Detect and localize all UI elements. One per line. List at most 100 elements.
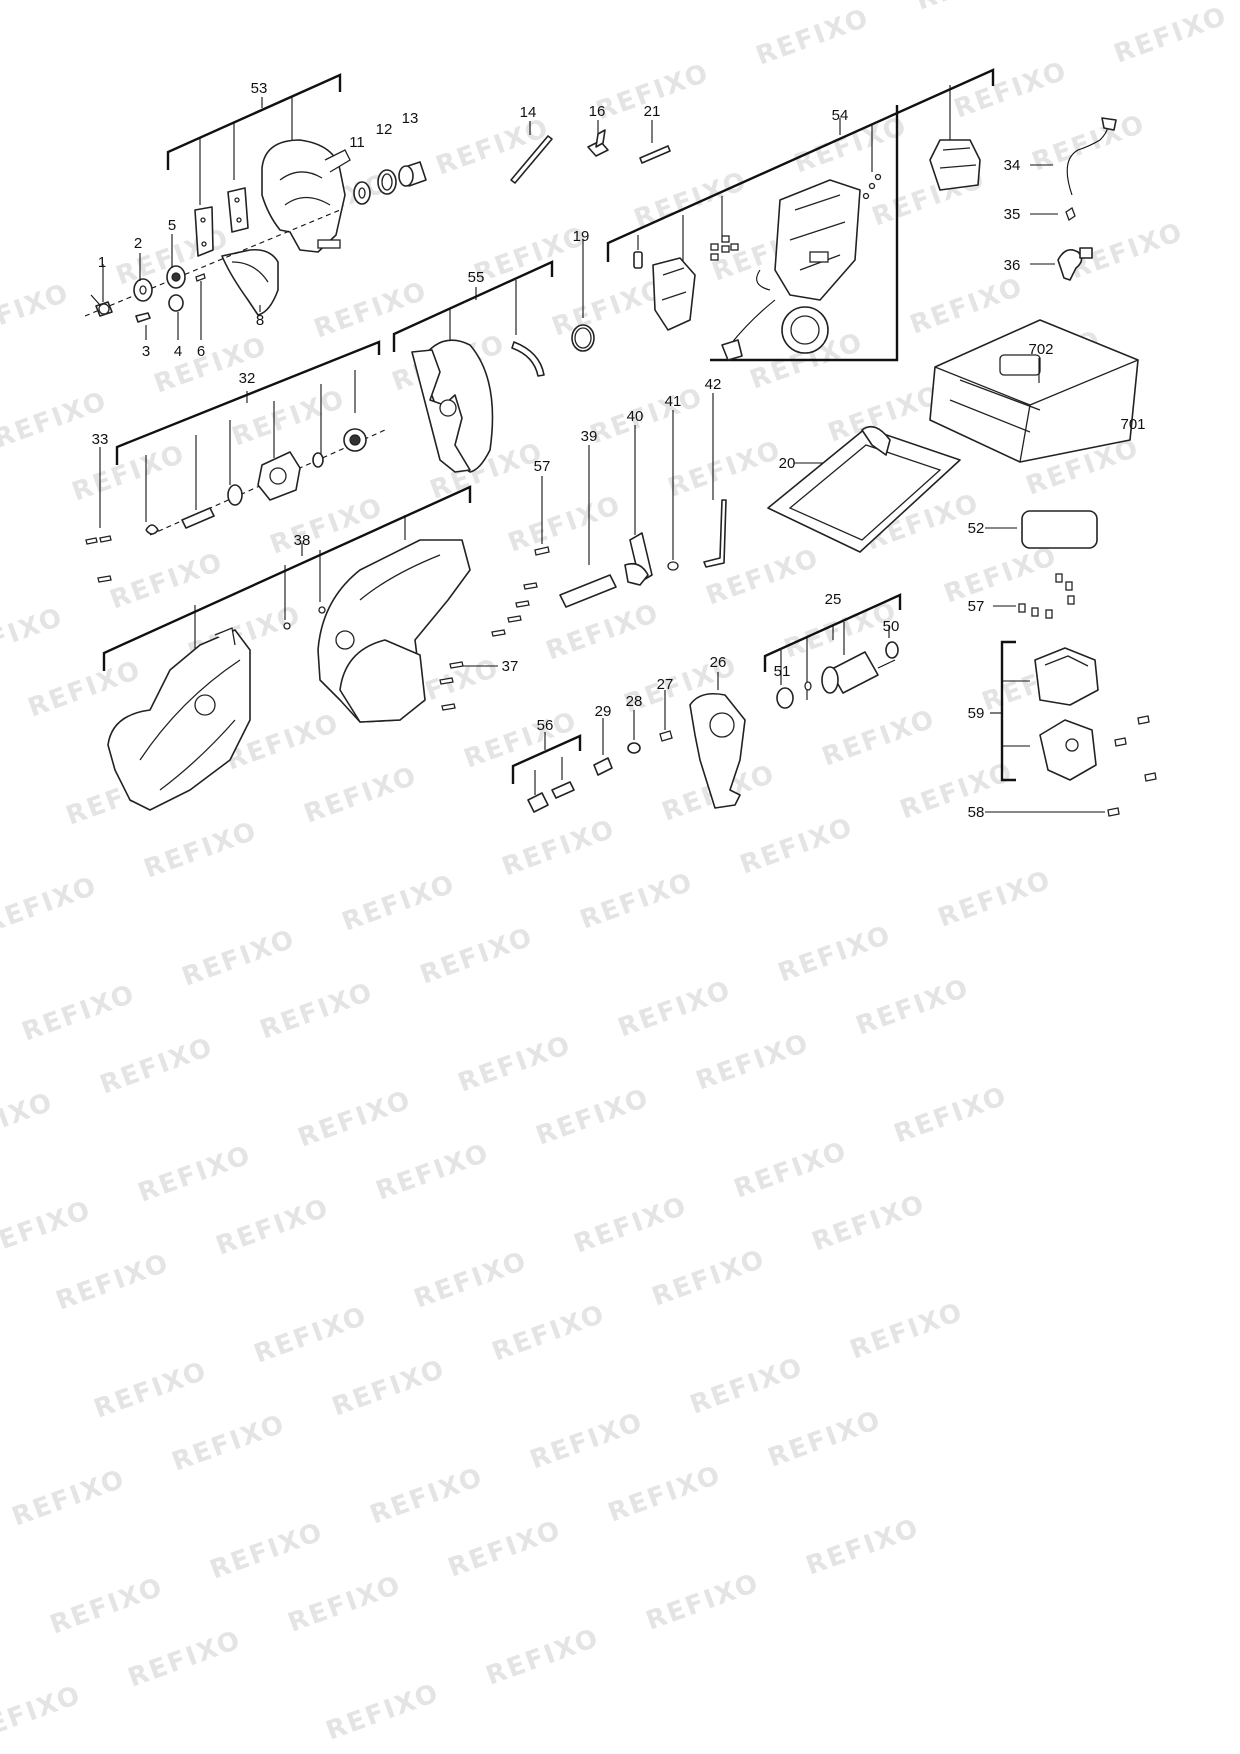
lever-40-part [624,425,653,586]
watermark-text: REFIXO [482,1623,604,1692]
callout-56: 56 [537,717,554,734]
callout-39: 39 [581,428,598,445]
callout-55: 55 [468,269,485,286]
bushing-13-part [398,161,427,187]
hex-key-42-part [703,393,727,568]
screws-33-part [85,447,112,583]
watermark-text: REFIXO [934,865,1056,934]
watermark-text: REFIXO [0,1087,58,1156]
callout-19: 19 [573,228,590,245]
group-54-bracket [606,68,995,362]
watermark-text: REFIXO [300,761,422,830]
watermark-text: REFIXO [1110,1,1232,70]
callout-6: 6 [197,343,205,360]
watermark-text: REFIXO [0,1680,86,1749]
watermark-text: REFIXO [460,706,582,775]
switch-36-part [1030,247,1093,281]
watermark-text: REFIXO [526,1407,648,1476]
watermark-text: REFIXO [322,1678,444,1747]
watermark-text: REFIXO [730,1136,852,1205]
callout-54: 54 [832,107,849,124]
watermark-text: REFIXO [752,3,874,72]
battery-housing-part [1034,647,1099,781]
callout-53: 53 [251,80,268,97]
watermark-text: REFIXO [168,1409,290,1478]
watermark-text: REFIXO [140,816,262,885]
blade-edge-part [511,341,545,377]
callout-11: 11 [349,134,365,151]
nut-28-part [627,710,641,754]
watermark-text: REFIXO [284,1570,406,1639]
cable-34-part [1030,117,1117,196]
watermark-text: REFIXO [802,1513,924,1582]
watermark-text: REFIXO [366,1462,488,1531]
callout-35: 35 [1004,206,1021,223]
callout-57-right: 57 [968,598,985,615]
screws-57-right-part [993,573,1075,619]
watermark-text: REFIXO [212,1193,334,1262]
callout-14: 14 [520,104,537,121]
group-56-bracket [511,732,582,795]
watermark-text: REFIXO [52,1248,174,1317]
watermark-text: REFIXO [0,278,74,347]
watermark-text: REFIXO [432,113,554,182]
watermark-text: REFIXO [604,1460,726,1529]
gear-assembly-part [145,428,367,535]
plate-part [227,187,249,233]
watermark-text: REFIXO [46,1572,168,1641]
shaft-39-part [559,445,617,608]
watermark-text: REFIXO [614,975,736,1044]
screws-58-part [985,715,1157,817]
ring-12-part [377,169,397,195]
callout-28: 28 [626,693,643,710]
watermark-text: REFIXO [846,1297,968,1366]
callout-40: 40 [627,408,644,425]
callout-32: 32 [239,370,256,387]
watermark-text: REFIXO [906,272,1028,341]
watermark-text: REFIXO [178,924,300,993]
watermark-text: REFIXO [96,1032,218,1101]
spring-29-part [593,718,613,776]
screw-57-part [534,476,550,556]
watermark-text: REFIXO [570,1191,692,1260]
battery-terminal-part [929,139,981,191]
callout-26: 26 [710,654,727,671]
washer-41-part [667,410,679,571]
callout-34: 34 [1004,157,1021,174]
watermark-text: REFIXO [90,1356,212,1425]
callout-701: 701 [1120,416,1145,433]
callout-702: 702 [1028,341,1053,358]
watermark-text: REFIXO [852,973,974,1042]
watermark-text: REFIXO [548,274,670,343]
switch-56-small-part [652,257,696,331]
housing-left-part [107,606,326,811]
pin-small-part [633,251,643,269]
watermark-text: REFIXO [912,0,1034,17]
bolt-16-part [587,120,609,157]
watermark-text: REFIXO [498,814,620,883]
switch-module-part [721,179,861,361]
watermark-text: REFIXO [328,1354,450,1423]
washer-11-part [353,181,371,205]
callout-59: 59 [968,705,985,722]
callout-38: 38 [294,532,311,549]
watermark-text: REFIXO [410,1246,532,1315]
pin-21-part [639,120,671,164]
callout-21: 21 [644,103,661,120]
callout-8: 8 [256,312,264,329]
watermark-text: REFIXO [764,1405,886,1474]
flange-parts-1-6 [84,209,341,340]
ring-19-part [571,240,595,352]
watermark-text: REFIXO [686,1352,808,1421]
callout-20: 20 [779,455,796,472]
group-25-bracket [763,593,902,700]
watermark-text: REFIXO [818,704,940,773]
callout-1: 1 [98,254,106,271]
callout-13: 13 [402,110,419,127]
watermark-text: REFIXO [250,1301,372,1370]
watermark-text: REFIXO [24,655,146,724]
blade-guard-part [261,139,351,253]
group-59-bracket [990,640,1030,782]
